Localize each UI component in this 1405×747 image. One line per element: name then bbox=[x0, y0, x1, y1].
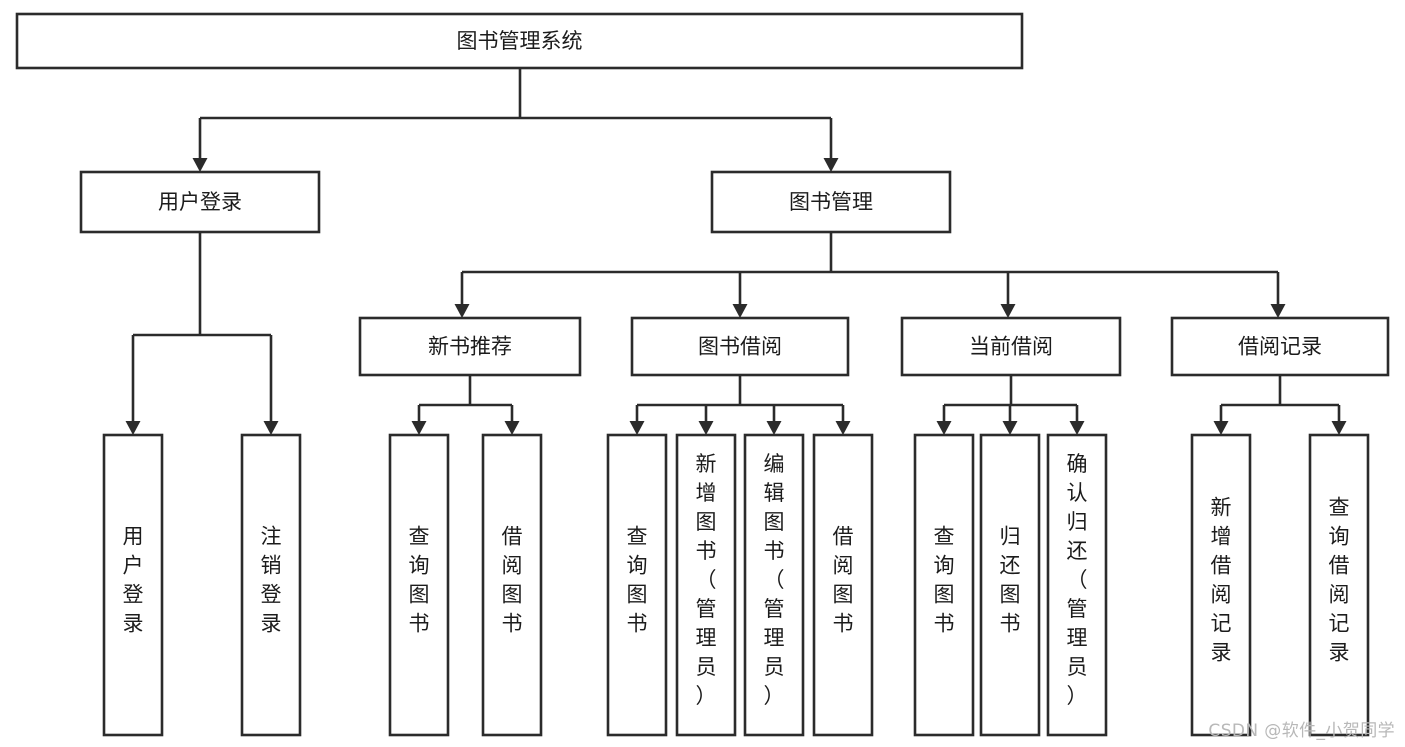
node-box-leaf-user-logout[interactable] bbox=[240, 433, 302, 737]
node-leaf-return-book[interactable]: 归还图书 bbox=[979, 433, 1041, 737]
node-user-login[interactable]: 用户登录 bbox=[79, 170, 321, 234]
node-leaf-edit-book[interactable]: 编辑图书（管理员） bbox=[743, 433, 805, 737]
node-label-leaf-borrow-book-rec: 借阅图书 bbox=[502, 525, 523, 636]
node-label-book-borrow: 图书借阅 bbox=[698, 335, 782, 359]
node-label-user-login: 用户登录 bbox=[158, 190, 242, 214]
user-login-leaf-link-1-arrowhead bbox=[263, 421, 279, 435]
node-box-leaf-return-book[interactable] bbox=[979, 433, 1041, 737]
node-label-leaf-user-login: 用户登录 bbox=[123, 525, 144, 636]
node-layer: 图书管理系统用户登录图书管理新书推荐图书借阅当前借阅借阅记录用户登录注销登录查询… bbox=[15, 12, 1390, 737]
node-box-leaf-edit-book[interactable] bbox=[743, 433, 805, 737]
node-leaf-confirm-return[interactable]: 确认归还（管理员） bbox=[1046, 433, 1108, 737]
borrow-record-leaf-link-0-arrowhead bbox=[1213, 421, 1229, 435]
node-box-leaf-confirm-return[interactable] bbox=[1046, 433, 1108, 737]
level3-link-3-arrowhead bbox=[1270, 304, 1286, 318]
node-label-leaf-borrow-book: 借阅图书 bbox=[833, 525, 854, 636]
new-book-recommend-leaf-link-1-arrowhead bbox=[504, 421, 520, 435]
node-label-leaf-query-record: 查询借阅记录 bbox=[1329, 496, 1350, 665]
node-leaf-user-logout[interactable]: 注销登录 bbox=[240, 433, 302, 737]
node-label-leaf-query-book-current: 查询图书 bbox=[934, 525, 955, 636]
node-leaf-borrow-book-rec[interactable]: 借阅图书 bbox=[481, 433, 543, 737]
book-borrow-leaf-link-1-arrowhead bbox=[698, 421, 714, 435]
node-root[interactable]: 图书管理系统 bbox=[15, 12, 1024, 70]
node-box-leaf-query-book-current[interactable] bbox=[913, 433, 975, 737]
current-borrow-leaf-link-1-arrowhead bbox=[1002, 421, 1018, 435]
node-box-root[interactable] bbox=[15, 12, 1024, 70]
level2-link-1-arrowhead bbox=[823, 158, 839, 172]
level3-link-1-arrowhead bbox=[732, 304, 748, 318]
node-label-leaf-return-book: 归还图书 bbox=[1000, 525, 1021, 636]
node-box-book-borrow[interactable] bbox=[630, 316, 850, 377]
node-new-book-recommend[interactable]: 新书推荐 bbox=[358, 316, 582, 377]
node-box-borrow-record[interactable] bbox=[1170, 316, 1390, 377]
node-box-leaf-query-record[interactable] bbox=[1308, 433, 1370, 737]
borrow-record-leaf-link-1-arrowhead bbox=[1331, 421, 1347, 435]
node-leaf-add-book[interactable]: 新增图书（管理员） bbox=[675, 433, 737, 737]
level3-link-2-arrowhead bbox=[1000, 304, 1016, 318]
csdn-watermark: CSDN @软件_小贺同学 bbox=[1208, 721, 1395, 741]
node-label-leaf-query-book-rec: 查询图书 bbox=[409, 525, 430, 636]
node-box-user-login[interactable] bbox=[79, 170, 321, 234]
node-label-leaf-confirm-return: 确认归还（管理员） bbox=[1067, 452, 1088, 708]
current-borrow-leaf-link-2-arrowhead bbox=[1069, 421, 1085, 435]
node-label-leaf-query-book-borrow: 查询图书 bbox=[627, 525, 648, 636]
user-login-leaf-link-0-arrowhead bbox=[125, 421, 141, 435]
level3-link-0-arrowhead bbox=[454, 304, 470, 318]
node-label-leaf-add-book: 新增图书（管理员） bbox=[696, 452, 717, 708]
book-borrow-leaf-link-0-arrowhead bbox=[629, 421, 645, 435]
node-label-leaf-add-record: 新增借阅记录 bbox=[1211, 496, 1232, 665]
node-box-leaf-add-book[interactable] bbox=[675, 433, 737, 737]
node-leaf-query-book-rec[interactable]: 查询图书 bbox=[388, 433, 450, 737]
node-label-book-manage: 图书管理 bbox=[789, 190, 873, 214]
node-label-leaf-edit-book: 编辑图书（管理员） bbox=[764, 452, 785, 708]
node-box-current-borrow[interactable] bbox=[900, 316, 1122, 377]
new-book-recommend-leaf-link-0-arrowhead bbox=[411, 421, 427, 435]
node-borrow-record[interactable]: 借阅记录 bbox=[1170, 316, 1390, 377]
node-box-new-book-recommend[interactable] bbox=[358, 316, 582, 377]
node-leaf-borrow-book[interactable]: 借阅图书 bbox=[812, 433, 874, 737]
node-current-borrow[interactable]: 当前借阅 bbox=[900, 316, 1122, 377]
book-borrow-leaf-link-3-arrowhead bbox=[835, 421, 851, 435]
node-box-leaf-user-login[interactable] bbox=[102, 433, 164, 737]
book-borrow-leaf-link-2-arrowhead bbox=[766, 421, 782, 435]
node-leaf-user-login[interactable]: 用户登录 bbox=[102, 433, 164, 737]
node-box-book-manage[interactable] bbox=[710, 170, 952, 234]
node-box-leaf-borrow-book-rec[interactable] bbox=[481, 433, 543, 737]
level2-link-0-arrowhead bbox=[192, 158, 208, 172]
node-box-leaf-borrow-book[interactable] bbox=[812, 433, 874, 737]
node-leaf-query-record[interactable]: 查询借阅记录 bbox=[1308, 433, 1370, 737]
node-box-leaf-query-book-rec[interactable] bbox=[388, 433, 450, 737]
node-label-new-book-recommend: 新书推荐 bbox=[428, 335, 512, 359]
current-borrow-leaf-link-0-arrowhead bbox=[936, 421, 952, 435]
node-leaf-query-book-current[interactable]: 查询图书 bbox=[913, 433, 975, 737]
node-book-borrow[interactable]: 图书借阅 bbox=[630, 316, 850, 377]
node-label-borrow-record: 借阅记录 bbox=[1238, 335, 1322, 359]
connector-layer bbox=[125, 68, 1347, 435]
node-leaf-add-record[interactable]: 新增借阅记录 bbox=[1190, 433, 1252, 737]
node-label-leaf-user-logout: 注销登录 bbox=[261, 525, 282, 636]
node-box-leaf-query-book-borrow[interactable] bbox=[606, 433, 668, 737]
node-leaf-query-book-borrow[interactable]: 查询图书 bbox=[606, 433, 668, 737]
node-box-leaf-add-record[interactable] bbox=[1190, 433, 1252, 737]
node-label-root: 图书管理系统 bbox=[457, 29, 583, 53]
node-label-current-borrow: 当前借阅 bbox=[969, 335, 1053, 359]
node-book-manage[interactable]: 图书管理 bbox=[710, 170, 952, 234]
